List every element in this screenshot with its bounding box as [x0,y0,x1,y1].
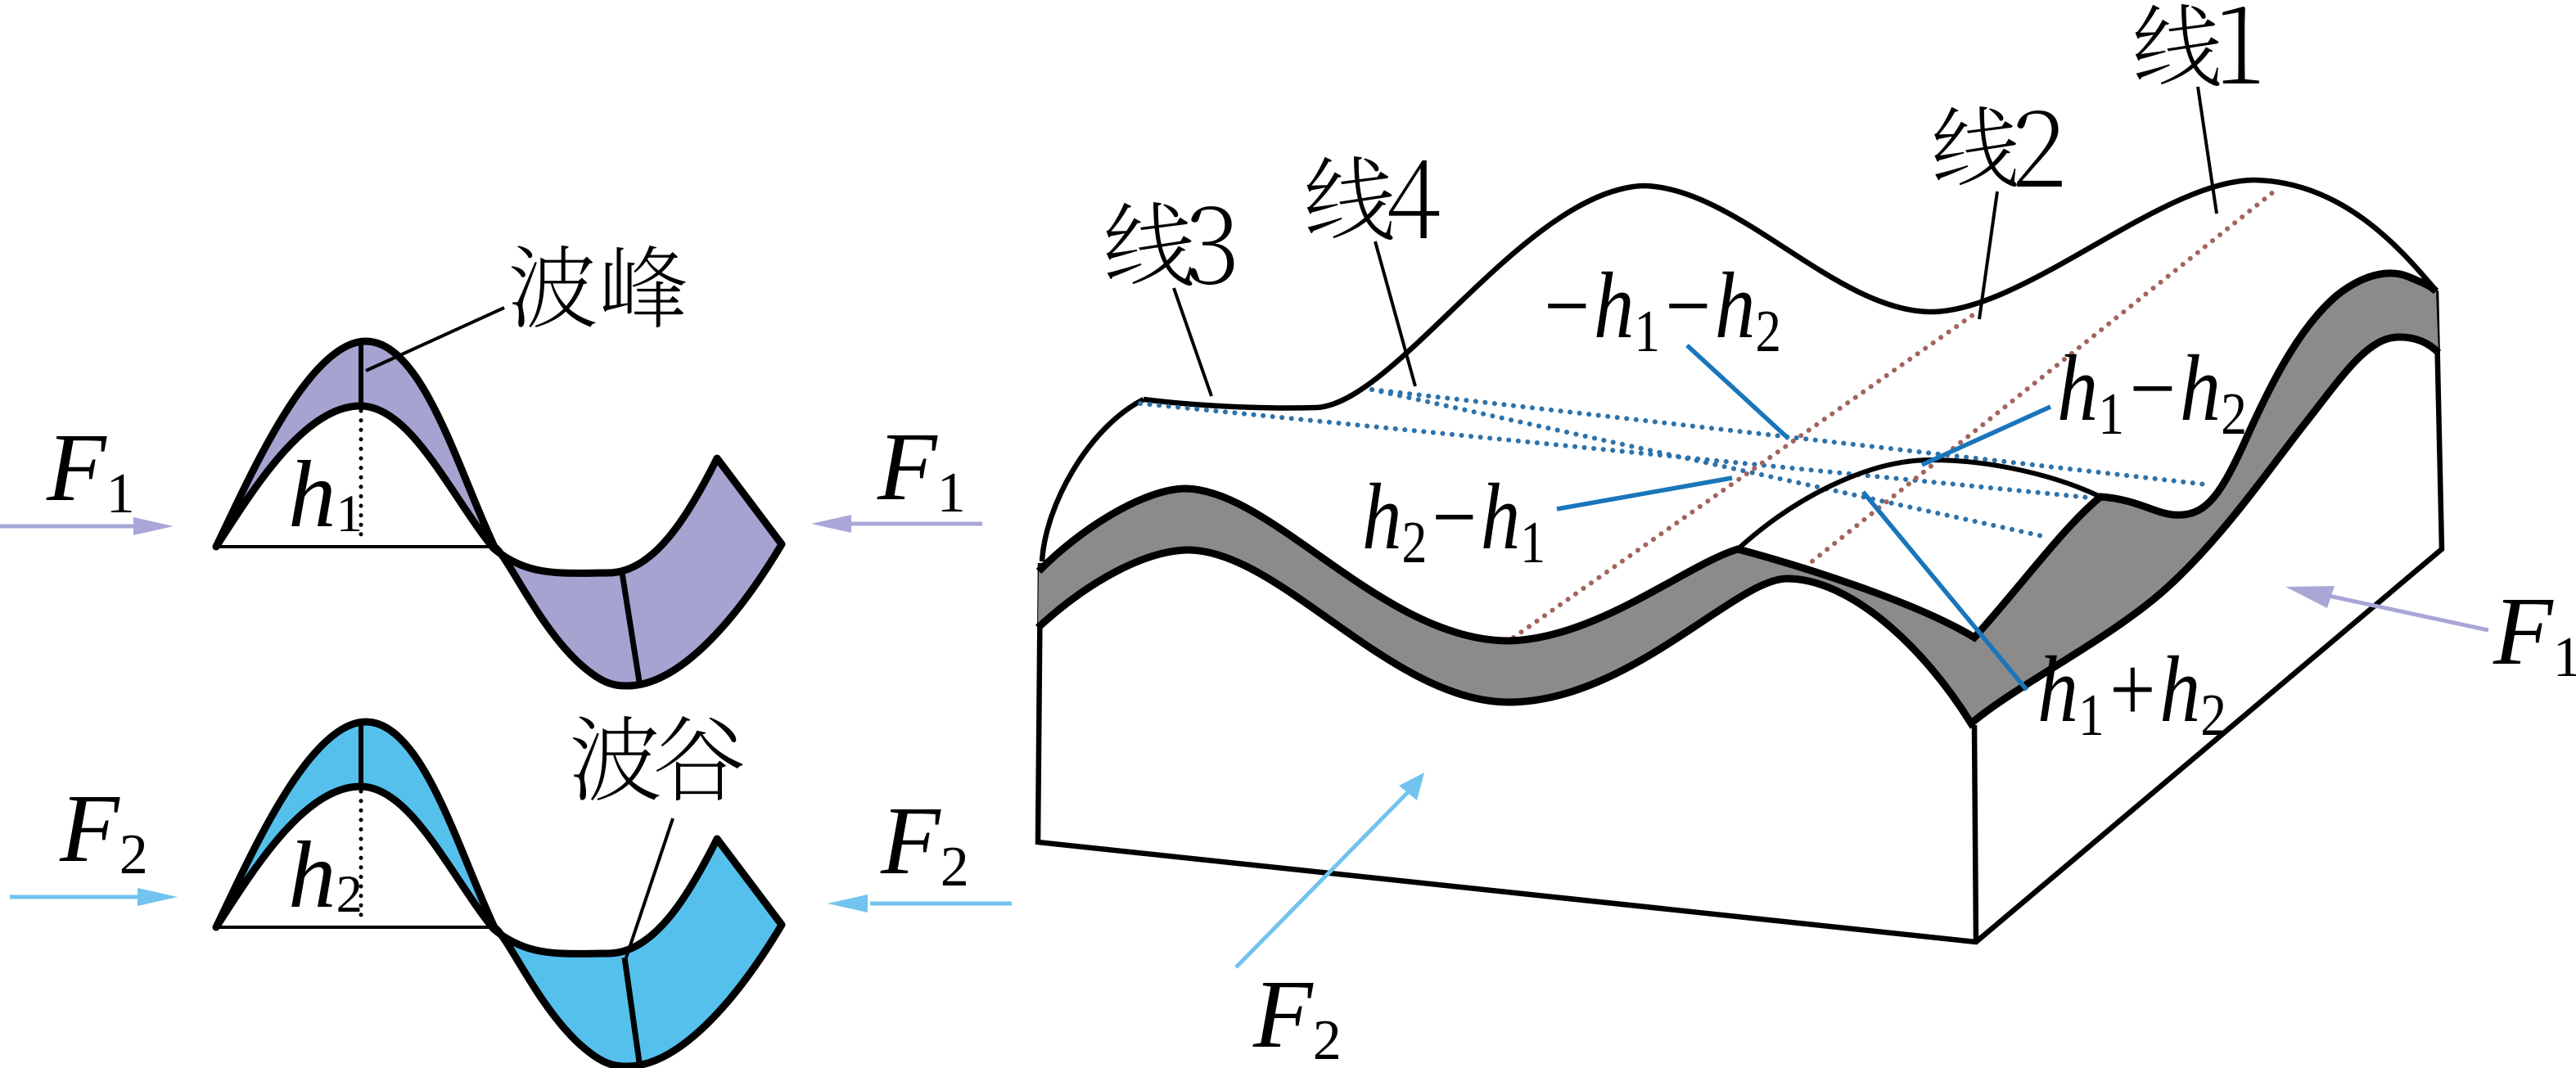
svg-text:h1−h2: h1−h2 [2057,336,2247,447]
svg-text:−h1−h2: −h1−h2 [1539,254,1781,364]
svg-text:h2−h1: h2−h1 [1362,465,1545,575]
svg-text:h1+h2: h1+h2 [2037,638,2226,748]
